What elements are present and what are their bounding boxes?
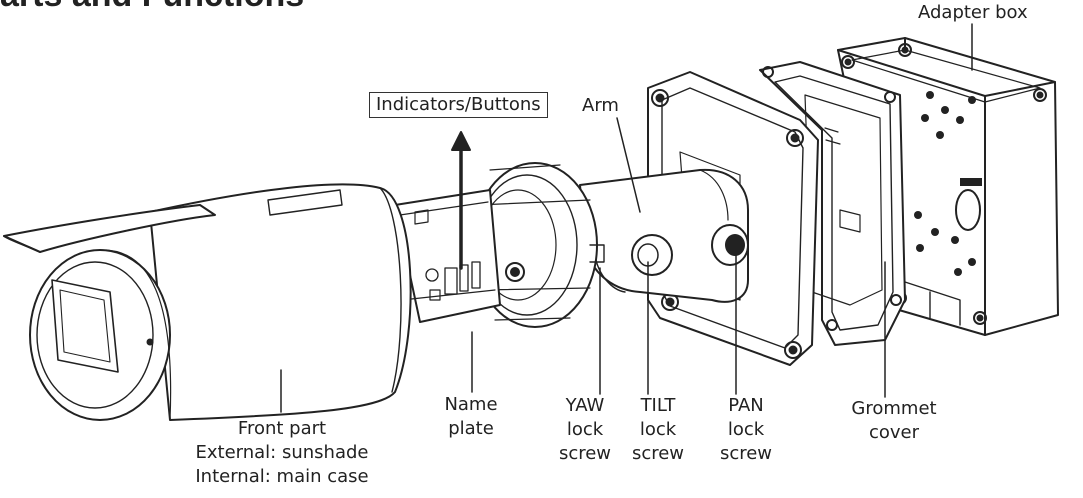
page-title: arts and Functions [0,0,304,10]
arm-drawing [579,168,749,303]
label-grommet-cover: Grommet cover [851,398,937,443]
label-adapter-box: Adapter box [918,2,1028,23]
leader-lines [280,23,973,413]
label-tilt-lock-screw: TILT lock screw [631,395,685,464]
label-front-part: Front part External: sunshade Internal: … [195,418,369,487]
label-arm: Arm [582,95,619,116]
label-indicators-buttons: Indicators/Buttons [369,92,548,118]
label-yaw-lock-screw: YAW lock screw [558,395,612,464]
up-arrow-icon [451,131,471,270]
camera-internal-drawing [394,189,501,323]
label-pan-lock-screw: PAN lock screw [719,395,773,464]
label-name-plate: Name plate [444,394,498,439]
front-part-drawing [3,183,412,421]
